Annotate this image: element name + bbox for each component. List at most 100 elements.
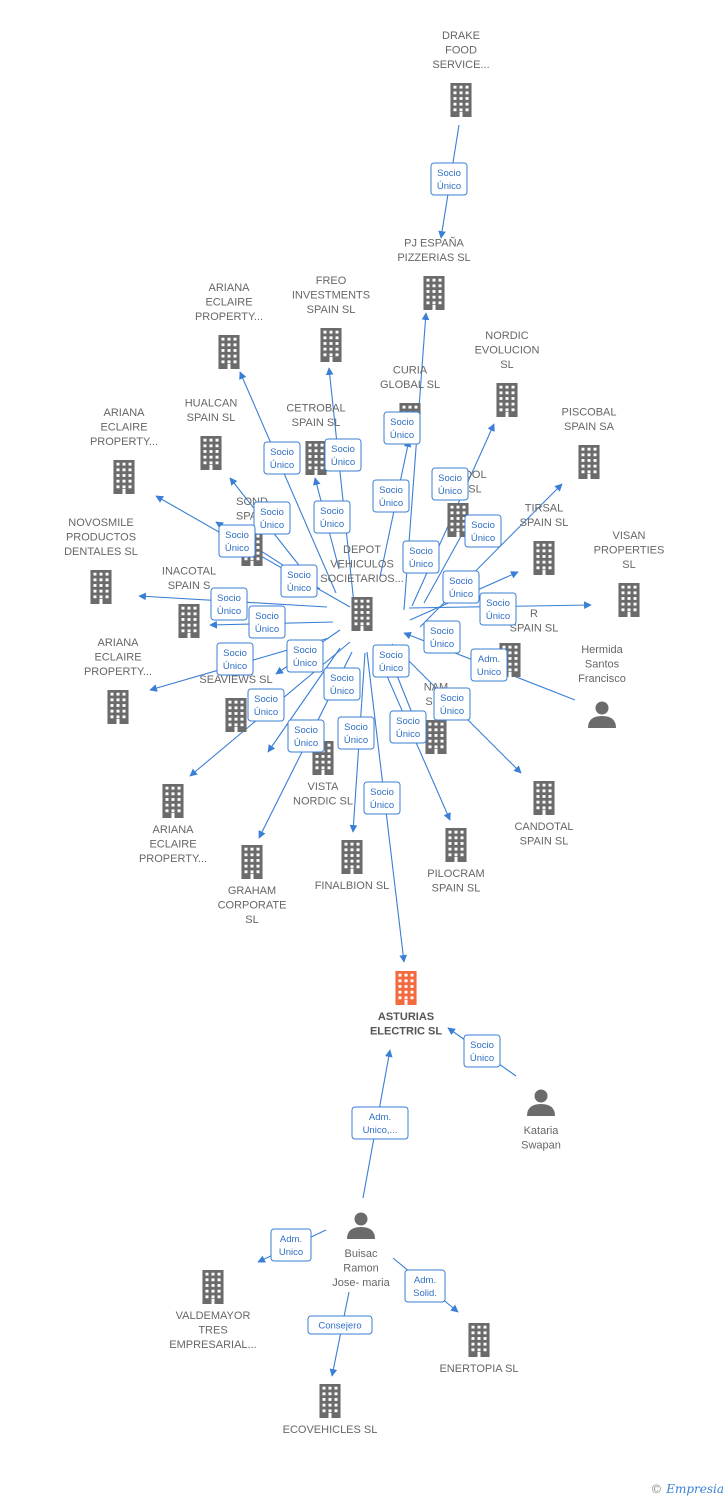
- relation-badge[interactable]: Adm.Unico: [470, 648, 508, 682]
- relation-label: Único: [470, 1053, 494, 1064]
- node-depot[interactable]: DEPOTVEHICULOSSOCIETARIOS...: [320, 544, 404, 631]
- footer-brand[interactable]: © Empresia: [650, 1482, 724, 1496]
- node-label: Buisac: [344, 1248, 378, 1260]
- building-icon: [395, 971, 417, 1005]
- relation-label: Único: [396, 729, 420, 740]
- node-label: PIZZERIAS SL: [397, 252, 470, 264]
- building-icon: [351, 597, 373, 631]
- building-icon: [618, 583, 640, 617]
- node-label: FINALBION SL: [315, 880, 390, 892]
- relation-label: Único: [409, 559, 433, 570]
- relation-badge[interactable]: Adm.Unico: [270, 1228, 312, 1262]
- relation-label: Único: [270, 460, 294, 471]
- relation-label: Adm.: [414, 1275, 436, 1286]
- node-label: Swapan: [521, 1140, 561, 1152]
- relation-label: Socio: [331, 444, 355, 455]
- building-icon: [468, 1323, 490, 1357]
- node-ariana1[interactable]: ARIANAECLAIREPROPERTY...: [195, 282, 263, 369]
- relation-label: Socio: [379, 650, 403, 661]
- node-ariana4[interactable]: ARIANAECLAIREPROPERTY...: [139, 784, 207, 865]
- relation-label: Socio: [287, 570, 311, 581]
- node-label: ASTURIAS: [378, 1011, 434, 1023]
- relation-label: Único: [223, 661, 247, 672]
- node-label: SPAIN SA: [564, 421, 615, 433]
- node-label: PROPERTY...: [139, 853, 207, 865]
- node-ariana3[interactable]: ARIANAECLAIREPROPERTY...: [84, 637, 152, 724]
- relation-label: Socio: [379, 485, 403, 496]
- relation-label: Unico,...: [363, 1125, 398, 1136]
- relation-badge[interactable]: Adm.Unico,...: [351, 1106, 409, 1140]
- node-enertopia[interactable]: ENERTOPIA SL: [439, 1323, 519, 1375]
- building-icon: [218, 335, 240, 369]
- relation-badge[interactable]: Adm.Solid.: [404, 1269, 446, 1303]
- node-ariana2[interactable]: ARIANAECLAIREPROPERTY...: [90, 407, 158, 494]
- node-valdemayor[interactable]: VALDEMAYORTRESEMPRESARIAL...: [169, 1270, 257, 1351]
- node-label: DRAKE: [442, 30, 480, 42]
- relation-label: Único: [294, 738, 318, 749]
- relation-badge[interactable]: Consejero: [307, 1315, 373, 1335]
- node-label: Francisco: [578, 673, 626, 685]
- relation-label: Unico: [279, 1247, 303, 1258]
- building-icon: [533, 781, 555, 815]
- building-icon: [241, 845, 263, 879]
- node-label: SPAIN SL: [520, 517, 569, 529]
- node-finalbion[interactable]: FINALBION SL: [315, 840, 390, 892]
- building-icon: [423, 276, 445, 310]
- node-label: CANDOTAL: [514, 821, 573, 833]
- node-ecovehicles[interactable]: ECOVEHICLES SL: [283, 1384, 378, 1436]
- relation-label: Único: [293, 658, 317, 669]
- relation-label: Socio: [471, 520, 495, 531]
- node-drake[interactable]: DRAKEFOODSERVICE...: [432, 30, 490, 117]
- brand-name: Empresia: [666, 1482, 724, 1496]
- relation-label: Único: [390, 430, 414, 441]
- node-label: PILOCRAM: [427, 868, 484, 880]
- relation-label: Socio: [330, 673, 354, 684]
